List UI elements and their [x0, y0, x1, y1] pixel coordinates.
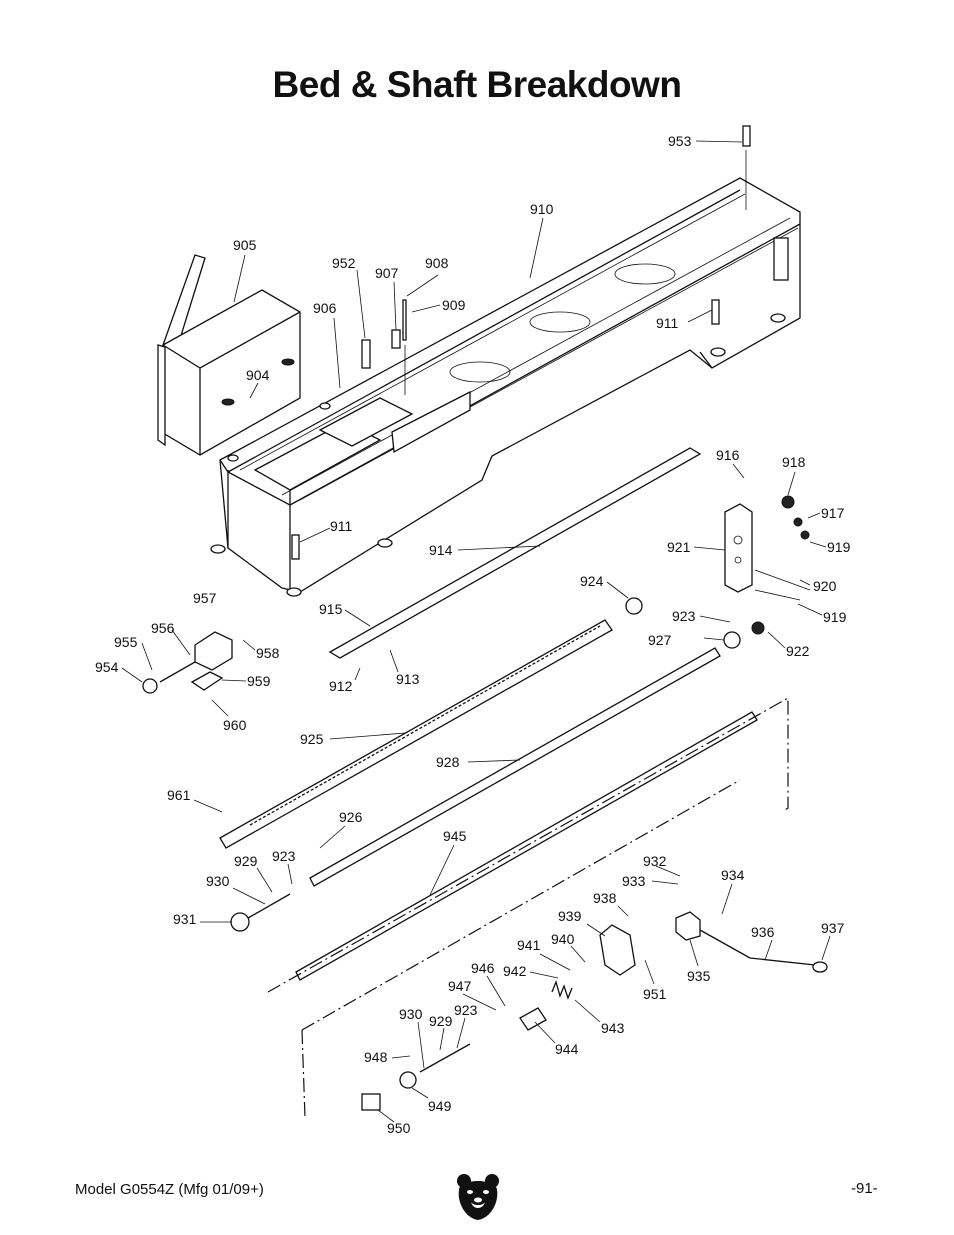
part-label: 944: [555, 1041, 579, 1057]
part-label: 908: [425, 255, 449, 271]
part-label: 934: [721, 867, 745, 883]
part-label: 922: [786, 643, 810, 659]
footer-model: Model G0554Z (Mfg 01/09+): [75, 1181, 264, 1198]
part-label: 953: [668, 133, 692, 149]
part-label: 920: [813, 578, 837, 594]
end-bracket-assembly: [625, 495, 811, 649]
part-label: 926: [339, 809, 363, 825]
part-label: 958: [256, 645, 280, 661]
part-label: 950: [387, 1120, 411, 1136]
part-label: 909: [442, 297, 466, 313]
part-label: 919: [823, 609, 847, 625]
part-label: 952: [332, 255, 356, 271]
part-label: 936: [751, 924, 775, 940]
part-label: 960: [223, 717, 247, 733]
part-label: 905: [233, 237, 257, 253]
part-label: 947: [448, 978, 472, 994]
part-label: 913: [396, 671, 420, 687]
part-label: 940: [551, 931, 575, 947]
part-label: 918: [782, 454, 806, 470]
part-label: 929: [234, 853, 258, 869]
part-label: 932: [643, 853, 667, 869]
part-label: 955: [114, 634, 138, 650]
phantom-lines: [267, 696, 789, 1119]
part-label: 954: [95, 659, 119, 675]
part-label: 935: [687, 968, 711, 984]
part-label: 923: [272, 848, 296, 864]
part-label: 923: [454, 1002, 478, 1018]
part-label: 951: [643, 986, 667, 1002]
part-label: 911: [656, 315, 679, 331]
left-bracket-assembly: [142, 631, 233, 694]
part-label: 929: [429, 1013, 453, 1029]
part-label: 948: [364, 1049, 388, 1065]
part-label: 911: [330, 518, 353, 534]
part-labels: 953 910 905 952 907 908 909 906 911 904 …: [95, 133, 851, 1136]
part-label: 941: [517, 937, 541, 953]
part-label: 959: [247, 673, 271, 689]
part-label: 957: [193, 590, 217, 606]
part-label: 915: [319, 601, 343, 617]
lathe-bed-casting: [210, 177, 801, 597]
part-label: 928: [436, 754, 460, 770]
part-label: 949: [428, 1098, 452, 1114]
part-label: 912: [329, 678, 353, 694]
part-label: 961: [167, 787, 191, 803]
page-title: Bed & Shaft Breakdown: [272, 64, 682, 105]
part-label: 906: [313, 300, 337, 316]
lower-shaft-assembly: [361, 1043, 471, 1111]
part-label: 933: [622, 873, 646, 889]
part-label: 924: [580, 573, 604, 589]
part-label: 916: [716, 447, 740, 463]
part-label: 930: [206, 873, 230, 889]
part-label: 938: [593, 890, 617, 906]
part-label: 925: [300, 731, 324, 747]
part-label: 910: [530, 201, 554, 217]
page-number: -91-: [851, 1180, 878, 1197]
part-label: 937: [821, 920, 845, 936]
top-hardware: [291, 125, 751, 560]
leader-lines: [121, 140, 831, 1123]
part-label: 931: [173, 911, 197, 927]
lever-assembly: [519, 911, 828, 1031]
part-label: 904: [246, 367, 270, 383]
part-label: 956: [151, 620, 175, 636]
part-label: 923: [672, 608, 696, 624]
part-label: 919: [827, 539, 851, 555]
bear-head-icon: [457, 1174, 499, 1220]
part-label: 914: [429, 542, 453, 558]
part-label: 907: [375, 265, 399, 281]
shaft-end-assembly: [230, 893, 291, 932]
back-panel-assembly: [157, 254, 301, 456]
part-label: 939: [558, 908, 582, 924]
part-label: 943: [601, 1020, 625, 1036]
part-label: 930: [399, 1006, 423, 1022]
part-label: 917: [821, 505, 845, 521]
part-label: 927: [648, 632, 672, 648]
part-label: 946: [471, 960, 495, 976]
part-label: 945: [443, 828, 467, 844]
part-label: 921: [667, 539, 691, 555]
part-label: 942: [503, 963, 527, 979]
